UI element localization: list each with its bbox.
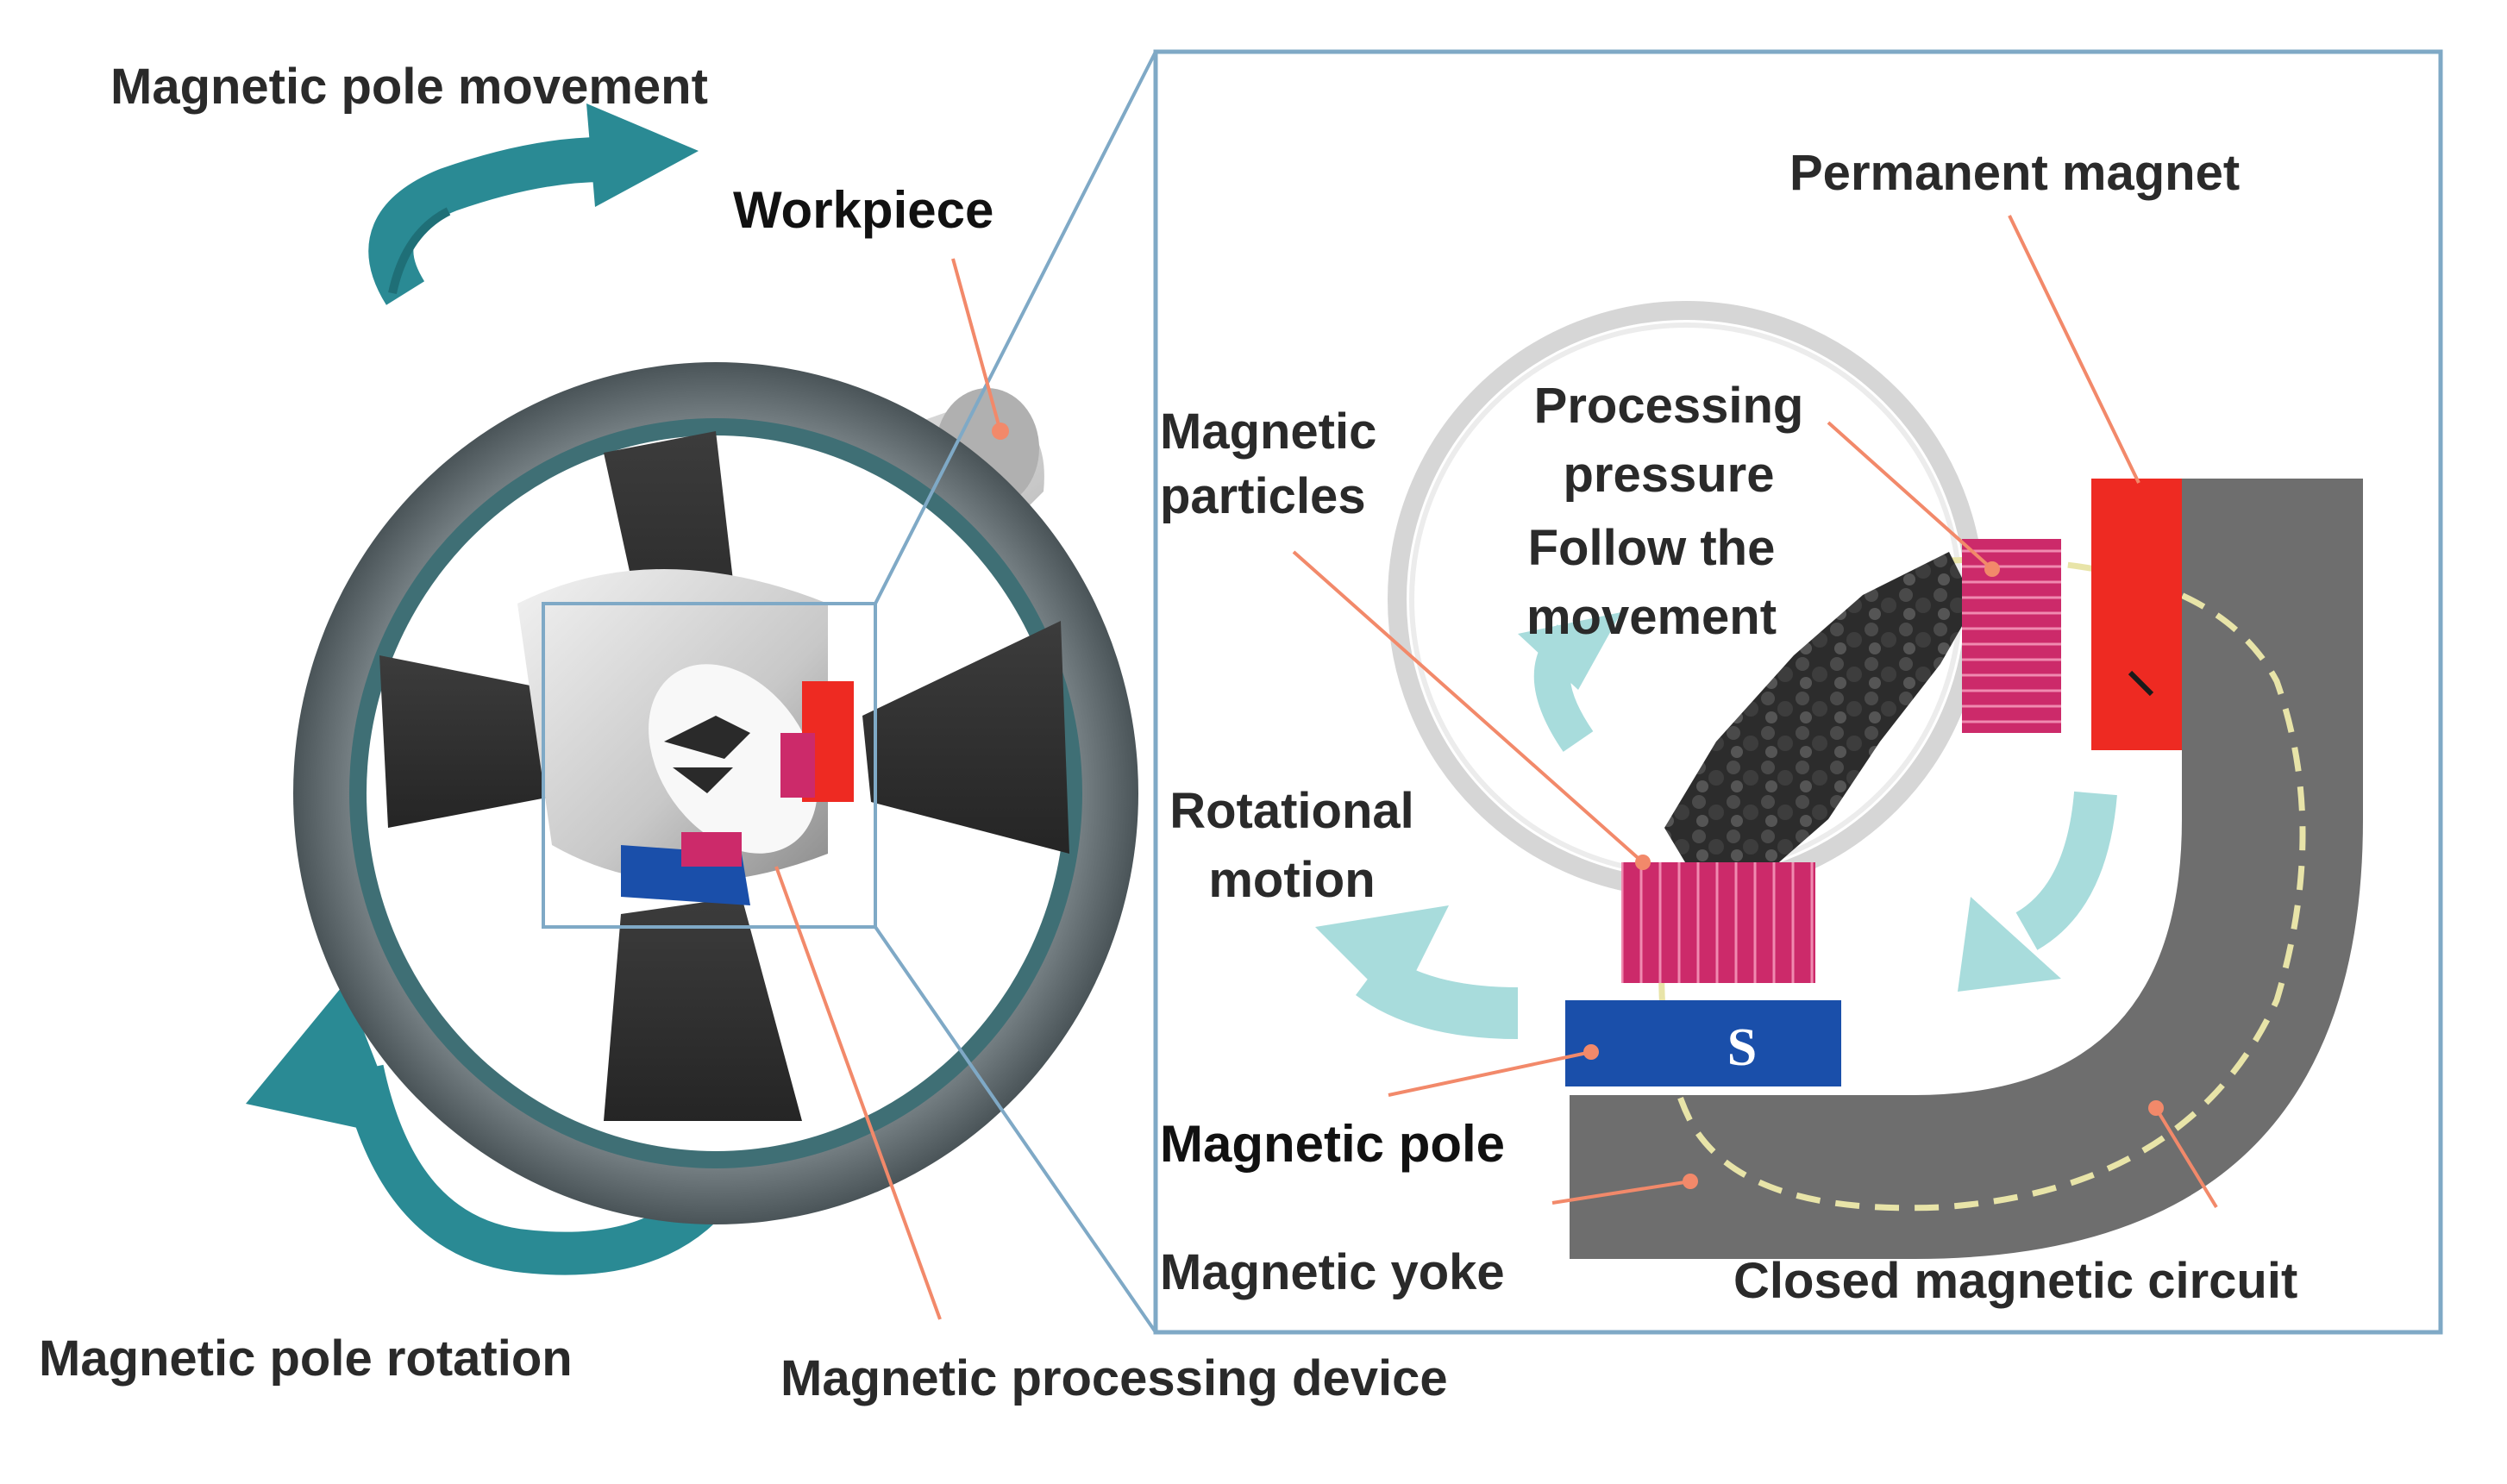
label-closed-circuit: Closed magnetic circuit [1733,1253,2298,1309]
workpiece-leader-dot [992,423,1009,440]
label-processing-device: Magnetic processing device [780,1350,1448,1406]
label-magnetic-yoke: Magnetic yoke [1160,1244,1505,1300]
magnetic-yoke [1570,479,2363,1259]
pole-leader [1388,1050,1592,1097]
particles-leader [1292,550,1645,864]
device-leader [774,866,942,1320]
device-pole-pad [681,832,742,867]
label-processing-line2: pressure [1563,447,1775,503]
processing-leader-dot [1984,561,2000,577]
pole-movement-arrow [368,103,699,305]
upper-particle-pad [1962,539,2061,733]
pole-leader-dot [1583,1044,1599,1060]
rotation-arrow-top [1518,612,1621,752]
pole-rotation-arrow [246,983,733,1275]
workpiece-leader [951,258,1002,432]
pole-letter: S [1727,1018,1757,1077]
magnetic-pole-block [1565,1000,1841,1086]
label-pole-rotation: Magnetic pole rotation [39,1331,573,1387]
label-processing-line3: Follow the [1527,520,1776,576]
magnetic-particles [1664,552,1975,880]
rotation-arrow-left [1315,905,1519,1039]
device-particle-pad [780,733,815,798]
label-workpiece: Workpiece [733,181,994,239]
label-rotational-line2: motion [1208,852,1376,908]
zoom-line-top [874,51,1157,604]
label-pole-movement: Magnetic pole movement [110,59,708,115]
magnet-mark [2128,670,2154,697]
label-rotational-line1: Rotational [1169,783,1414,839]
yoke-leader-dot [1683,1174,1698,1189]
permanent-magnet [2091,479,2182,750]
circuit-leader-dot [2148,1100,2164,1116]
yoke-leader [1551,1180,1691,1205]
label-magnetic-pole: Magnetic pole [1160,1115,1506,1173]
permanent-magnet-leader [2008,215,2140,484]
processing-leader [1827,421,1994,571]
zoom-line-bottom [874,925,1157,1334]
circuit-leader [2154,1106,2218,1209]
closed-circuit-path [1658,556,2306,1212]
particles-leader-dot [1635,855,1651,870]
workpiece-hub [517,569,828,882]
label-magnetic-particles-line1: Magnetic [1160,404,1377,460]
zoom-source-box [542,602,877,929]
label-permanent-magnet: Permanent magnet [1789,145,2241,201]
rotation-arrow-right [1958,791,2117,992]
lower-particle-pad [1621,862,1815,983]
label-magnetic-particles-line2: particles [1160,468,1366,524]
label-processing-line4: movement [1526,589,1777,645]
label-processing-line1: Processing [1533,378,1804,434]
